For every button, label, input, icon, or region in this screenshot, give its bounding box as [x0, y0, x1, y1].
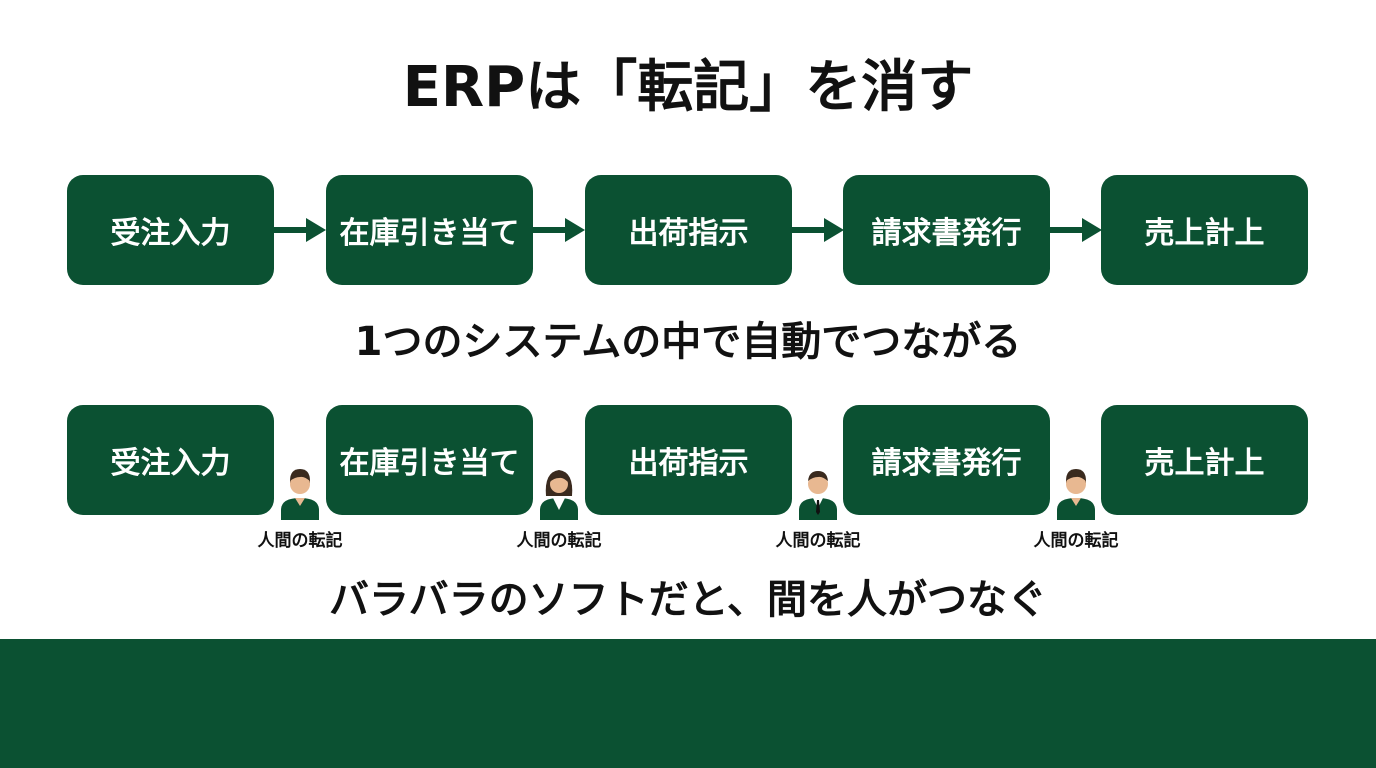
human-handoff: 人間の転記: [240, 466, 360, 552]
human-handoff: 人間の転記: [758, 466, 878, 552]
arrow-right-icon: [792, 218, 844, 242]
handoff-label: 人間の転記: [1033, 531, 1119, 551]
manual-step-sales-recording: 売上計上: [1101, 405, 1308, 515]
footer-band: [0, 639, 1376, 768]
integrated-step-invoice-issue: 請求書発行: [843, 175, 1050, 285]
integrated-step-sales-recording: 売上計上: [1101, 175, 1308, 285]
person-icon: [799, 471, 837, 520]
handoff-label: 人間の転記: [257, 531, 343, 551]
person-icon: [1057, 469, 1095, 520]
manual-caption: バラバラのソフトだと、間を人がつなぐ: [329, 577, 1047, 623]
arrow-right-icon: [533, 218, 585, 242]
manual-flow: 受注入力 在庫引き当て 出荷指示 請求書発行 売上計上: [0, 405, 1376, 515]
arrow-right-icon: [1050, 218, 1102, 242]
integrated-flow: 受注入力 在庫引き当て 出荷指示 請求書発行 売上計上: [0, 175, 1376, 285]
integrated-step-order-entry: 受注入力: [67, 175, 274, 285]
integrated-step-inventory-allocation: 在庫引き当て: [326, 175, 533, 285]
human-handoff: 人間の転記: [499, 466, 619, 552]
person-icon: [540, 470, 578, 520]
manual-step-order-entry: 受注入力: [67, 405, 274, 515]
manual-step-invoice-issue: 請求書発行: [843, 405, 1050, 515]
page-title: ERPは「転記」を消す: [402, 55, 974, 120]
person-icon: [281, 469, 319, 520]
manual-step-inventory-allocation: 在庫引き当て: [326, 405, 533, 515]
handoff-label: 人間の転記: [516, 531, 602, 551]
human-handoff: 人間の転記: [1016, 466, 1136, 552]
integrated-step-shipping-instruction: 出荷指示: [585, 175, 792, 285]
arrow-right-icon: [274, 218, 326, 242]
manual-step-shipping-instruction: 出荷指示: [585, 405, 792, 515]
handoff-label: 人間の転記: [775, 531, 861, 551]
integrated-caption: 1つのシステムの中で自動でつながる: [354, 319, 1022, 365]
